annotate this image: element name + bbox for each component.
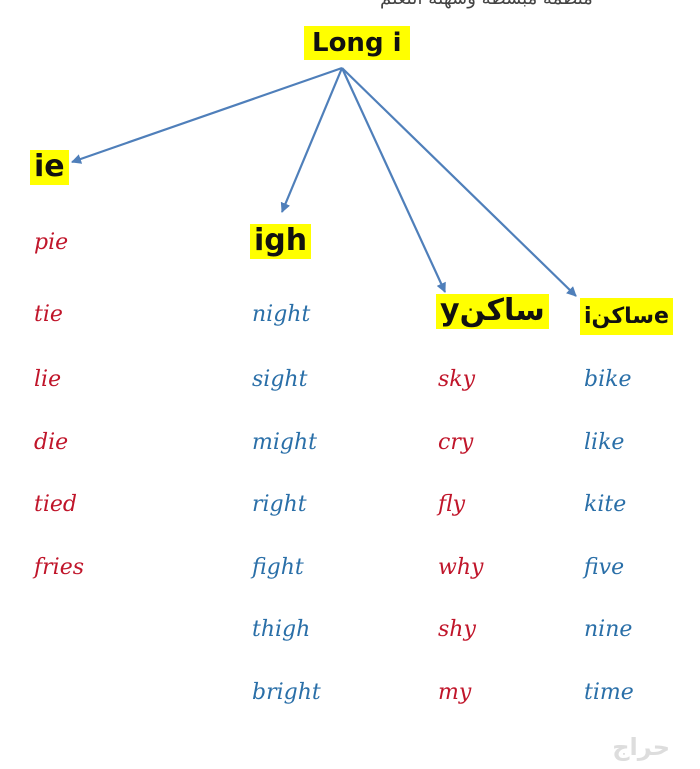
word-igh-7: bright: [252, 680, 321, 705]
word-igh-3: might: [252, 430, 317, 455]
word-ie-6: fries: [34, 555, 85, 580]
word-igh-1: night: [252, 302, 311, 327]
word-ie-magic-4: five: [584, 555, 625, 580]
word-ie-5: tied: [34, 492, 77, 517]
arrow-to-y: [341, 67, 446, 293]
word-y-3: fly: [438, 492, 466, 517]
word-y-6: my: [438, 680, 472, 705]
word-igh-2: sight: [252, 367, 308, 392]
word-y-4: why: [438, 555, 484, 580]
arrow-to-ie: [71, 66, 343, 164]
word-ie-2: tie: [34, 302, 63, 327]
word-ie-magic-5: nine: [584, 617, 633, 642]
word-igh-5: fight: [252, 555, 304, 580]
root-label: Long i: [304, 26, 410, 60]
group-label-y: yساكن: [436, 293, 549, 329]
word-ie-magic-1: bike: [584, 367, 632, 392]
word-igh-4: right: [252, 492, 307, 517]
word-y-5: shy: [438, 617, 476, 642]
word-ie-1: pie: [34, 230, 69, 255]
word-ie-magic-2: like: [584, 430, 625, 455]
word-ie-magic-3: kite: [584, 492, 627, 517]
arrow-to-igh: [280, 67, 344, 213]
word-igh-6: thigh: [252, 617, 311, 642]
word-y-1: sky: [438, 367, 476, 392]
word-y-2: cry: [438, 430, 474, 455]
header-clip-text: منظمة مبسطة وسهلة التعلم: [380, 0, 593, 9]
word-ie-4: die: [34, 430, 69, 455]
group-label-igh: igh: [250, 223, 312, 259]
watermark-logo: حراج: [612, 733, 670, 761]
group-label-ie-magic: iساكنe: [580, 298, 673, 336]
group-label-ie: ie: [30, 149, 69, 185]
word-ie-3: lie: [34, 367, 62, 392]
arrow-to-ie-magic: [341, 67, 577, 297]
word-ie-magic-6: time: [584, 680, 634, 705]
